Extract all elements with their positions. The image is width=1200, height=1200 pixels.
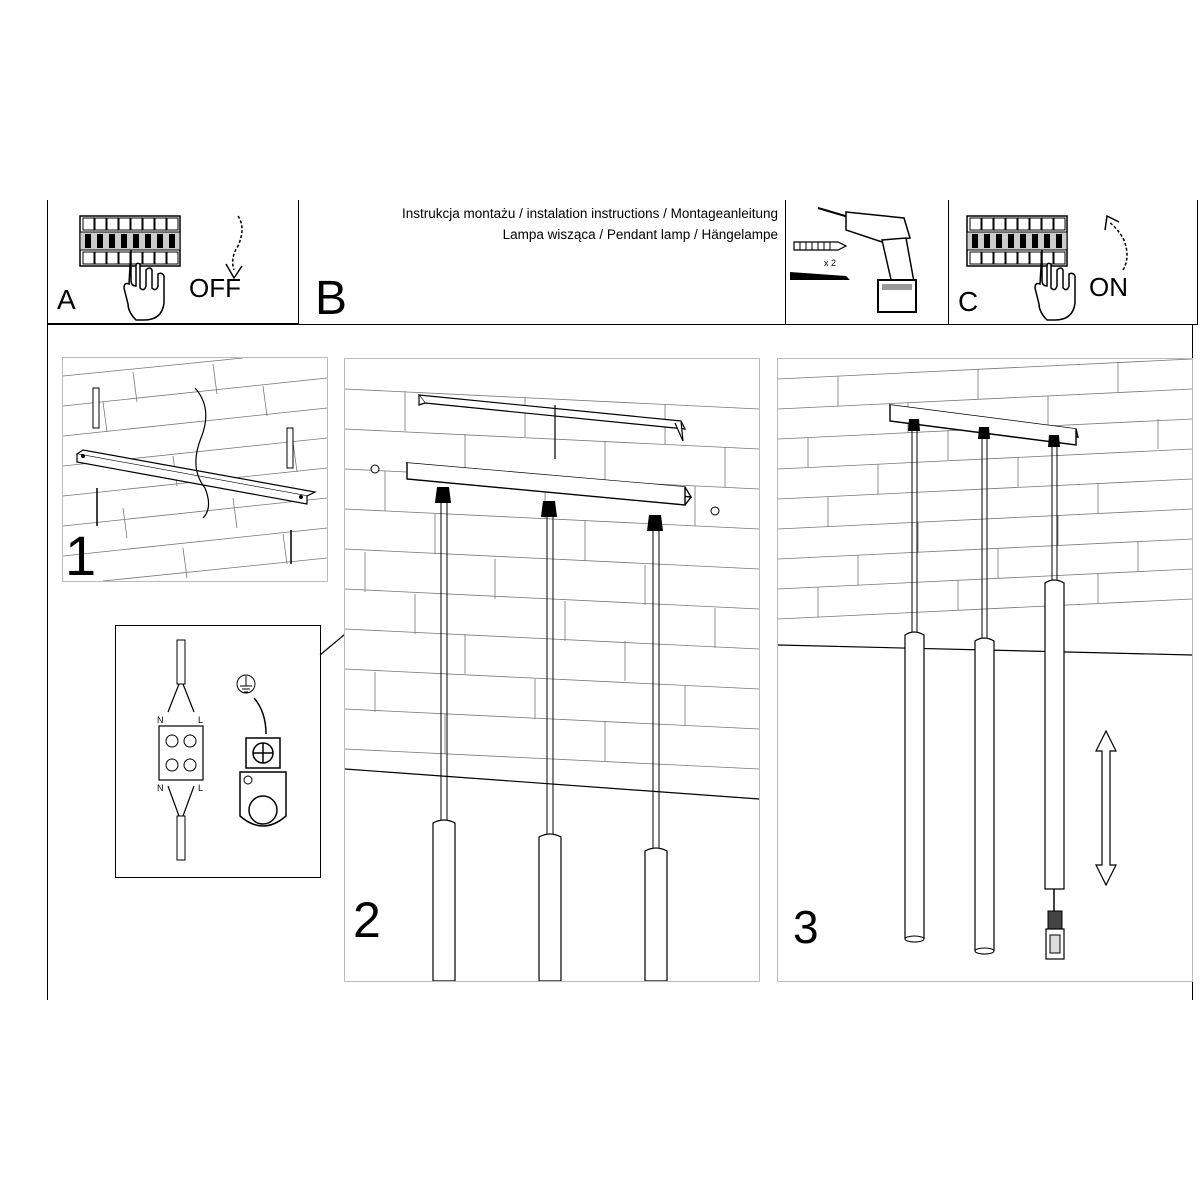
live-top-label: L	[198, 715, 204, 725]
top-right-border	[1197, 200, 1198, 324]
panel-a: A OFF	[48, 200, 298, 323]
step-1-frame: 1	[62, 357, 328, 582]
main-divider	[47, 324, 1198, 325]
panel-b-label: B	[315, 272, 348, 325]
height-adjust-arrow-icon	[1095, 729, 1117, 887]
step-3-frame: 3	[777, 358, 1193, 982]
circuit-breaker-on-icon	[966, 214, 1128, 321]
step-2-frame: 2	[344, 358, 760, 982]
step-2-number: 2	[353, 892, 381, 948]
on-label: ON	[1089, 272, 1128, 302]
top-left-border	[47, 200, 48, 324]
drill-panel: x 2	[786, 200, 948, 323]
neutral-bottom-label: N	[157, 783, 164, 793]
step-3-number: 3	[793, 901, 819, 953]
product-subtitle: Lampa wisząca / Pendant lamp / Hängelamp…	[502, 227, 778, 242]
panel-a-right-border	[298, 200, 299, 324]
wiring-drawing	[158, 639, 287, 861]
circuit-breaker-off-icon	[79, 215, 243, 321]
panel-a-label: A	[57, 284, 76, 315]
drill-icon	[790, 207, 917, 313]
step-1-number: 1	[65, 524, 97, 582]
drill-right-border	[948, 200, 949, 324]
neutral-top-label: N	[157, 715, 164, 725]
main-left-border	[47, 324, 48, 1000]
panel-c: C ON	[949, 200, 1197, 323]
drill-left-border	[785, 200, 786, 324]
off-label: OFF	[189, 273, 241, 303]
wiring-detail: N L N L	[115, 625, 321, 878]
anchor-count: x 2	[824, 258, 837, 268]
step-3-drawing	[778, 359, 1192, 960]
panel-a-bottom-border	[47, 323, 299, 324]
step-1-drawing	[63, 358, 327, 581]
live-bottom-label: L	[198, 783, 204, 793]
panel-c-label: C	[958, 286, 979, 317]
step-2-drawing	[345, 388, 759, 981]
instructions-title: Instrukcja montażu / instalation instruc…	[402, 206, 778, 221]
